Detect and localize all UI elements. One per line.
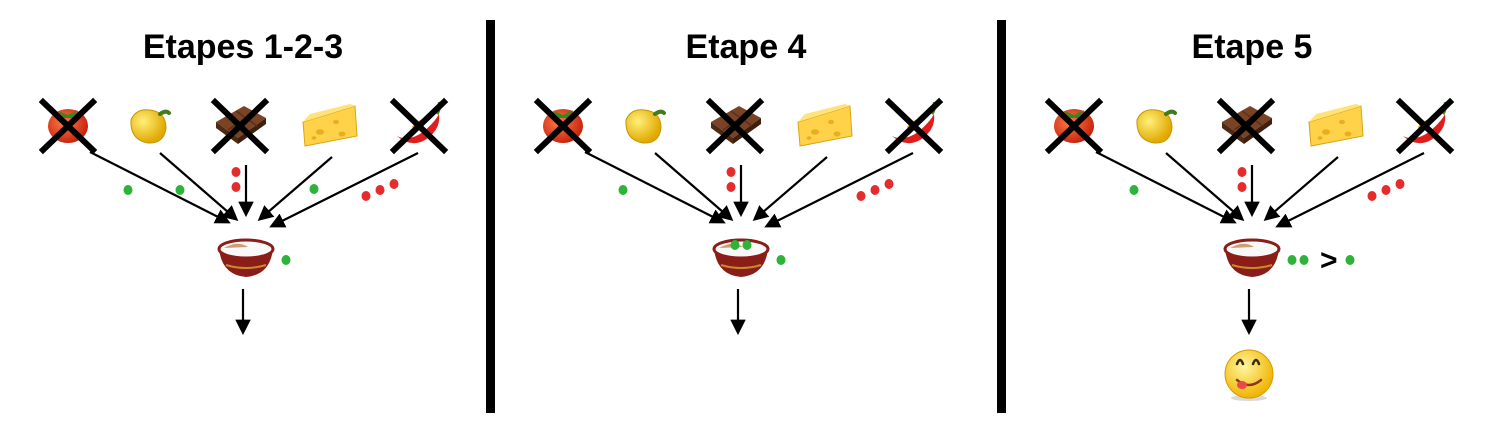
flow-arrow: [89, 151, 231, 224]
cheese-icon: [1308, 104, 1364, 147]
flow-arrow: [159, 152, 239, 222]
green-dot: [1299, 255, 1309, 265]
red-dot: [726, 182, 736, 192]
flow-arrow: [764, 152, 914, 228]
flow-arrow: [1165, 152, 1245, 222]
pipeline-diagram: [38, 97, 449, 336]
panel-divider: [486, 20, 495, 413]
red-dot: [1367, 191, 1377, 201]
flow-arrow: [752, 156, 828, 222]
greater-than-sign: >: [1320, 244, 1338, 277]
cross-out-mark: [705, 97, 765, 155]
panel-etape-5: Etape 5 >: [1006, 0, 1498, 440]
flow-arrow: [269, 152, 419, 228]
red-dot: [856, 191, 866, 201]
green-dot: [776, 255, 786, 265]
cross-out-mark: [1216, 97, 1276, 155]
cross-out-mark: [533, 97, 593, 155]
cheese-icon: [797, 104, 853, 147]
flow-arrow: [1275, 152, 1425, 228]
green-dot: [1345, 255, 1355, 265]
red-dot: [375, 185, 385, 195]
green-dot: [742, 240, 752, 250]
panel-title: Etape 5: [1191, 28, 1313, 66]
red-dot: [231, 167, 241, 177]
yellow-pepper-icon: [130, 109, 171, 144]
red-dot: [726, 167, 736, 177]
green-dot: [281, 255, 291, 265]
red-dot: [1381, 185, 1391, 195]
cross-out-mark: [389, 97, 449, 155]
red-dot: [231, 182, 241, 192]
green-dot: [309, 184, 319, 194]
flow-arrow: [257, 156, 333, 222]
panel-title: Etape 4: [685, 28, 807, 66]
green-dot: [175, 185, 185, 195]
cross-out-mark: [38, 97, 98, 155]
panel-etapes-1-2-3: Etapes 1-2-3: [0, 0, 486, 440]
cross-out-mark: [210, 97, 270, 155]
red-dot: [1395, 179, 1405, 189]
red-dot: [1237, 182, 1247, 192]
panel-etape-4: Etape 4: [495, 0, 997, 440]
panel-divider: [997, 20, 1006, 413]
flow-arrow: [1263, 156, 1339, 222]
green-dot: [618, 185, 628, 195]
green-dot: [123, 185, 133, 195]
yellow-pepper-icon: [625, 109, 666, 144]
green-dot: [1129, 185, 1139, 195]
flow-arrow: [584, 151, 726, 224]
cheese-icon: [302, 104, 358, 147]
yellow-pepper-icon: [1136, 109, 1177, 144]
red-dot: [361, 191, 371, 201]
green-dot: [730, 240, 740, 250]
red-dot: [389, 179, 399, 189]
bowl-icon: [1223, 238, 1281, 277]
yummy-face-icon: [1224, 349, 1274, 401]
bowl-icon: [712, 238, 770, 277]
pipeline-diagram: >: [1044, 97, 1455, 401]
panel-title: Etapes 1-2-3: [142, 28, 344, 66]
red-dot: [870, 185, 880, 195]
red-dot: [884, 179, 894, 189]
bowl-icon: [217, 238, 275, 277]
cross-out-mark: [884, 97, 944, 155]
cross-out-mark: [1395, 97, 1455, 155]
red-dot: [1237, 167, 1247, 177]
cross-out-mark: [1044, 97, 1104, 155]
flow-arrow: [654, 152, 734, 222]
green-dot: [1287, 255, 1297, 265]
flow-arrow: [1095, 151, 1237, 224]
pipeline-diagram: [533, 97, 944, 336]
